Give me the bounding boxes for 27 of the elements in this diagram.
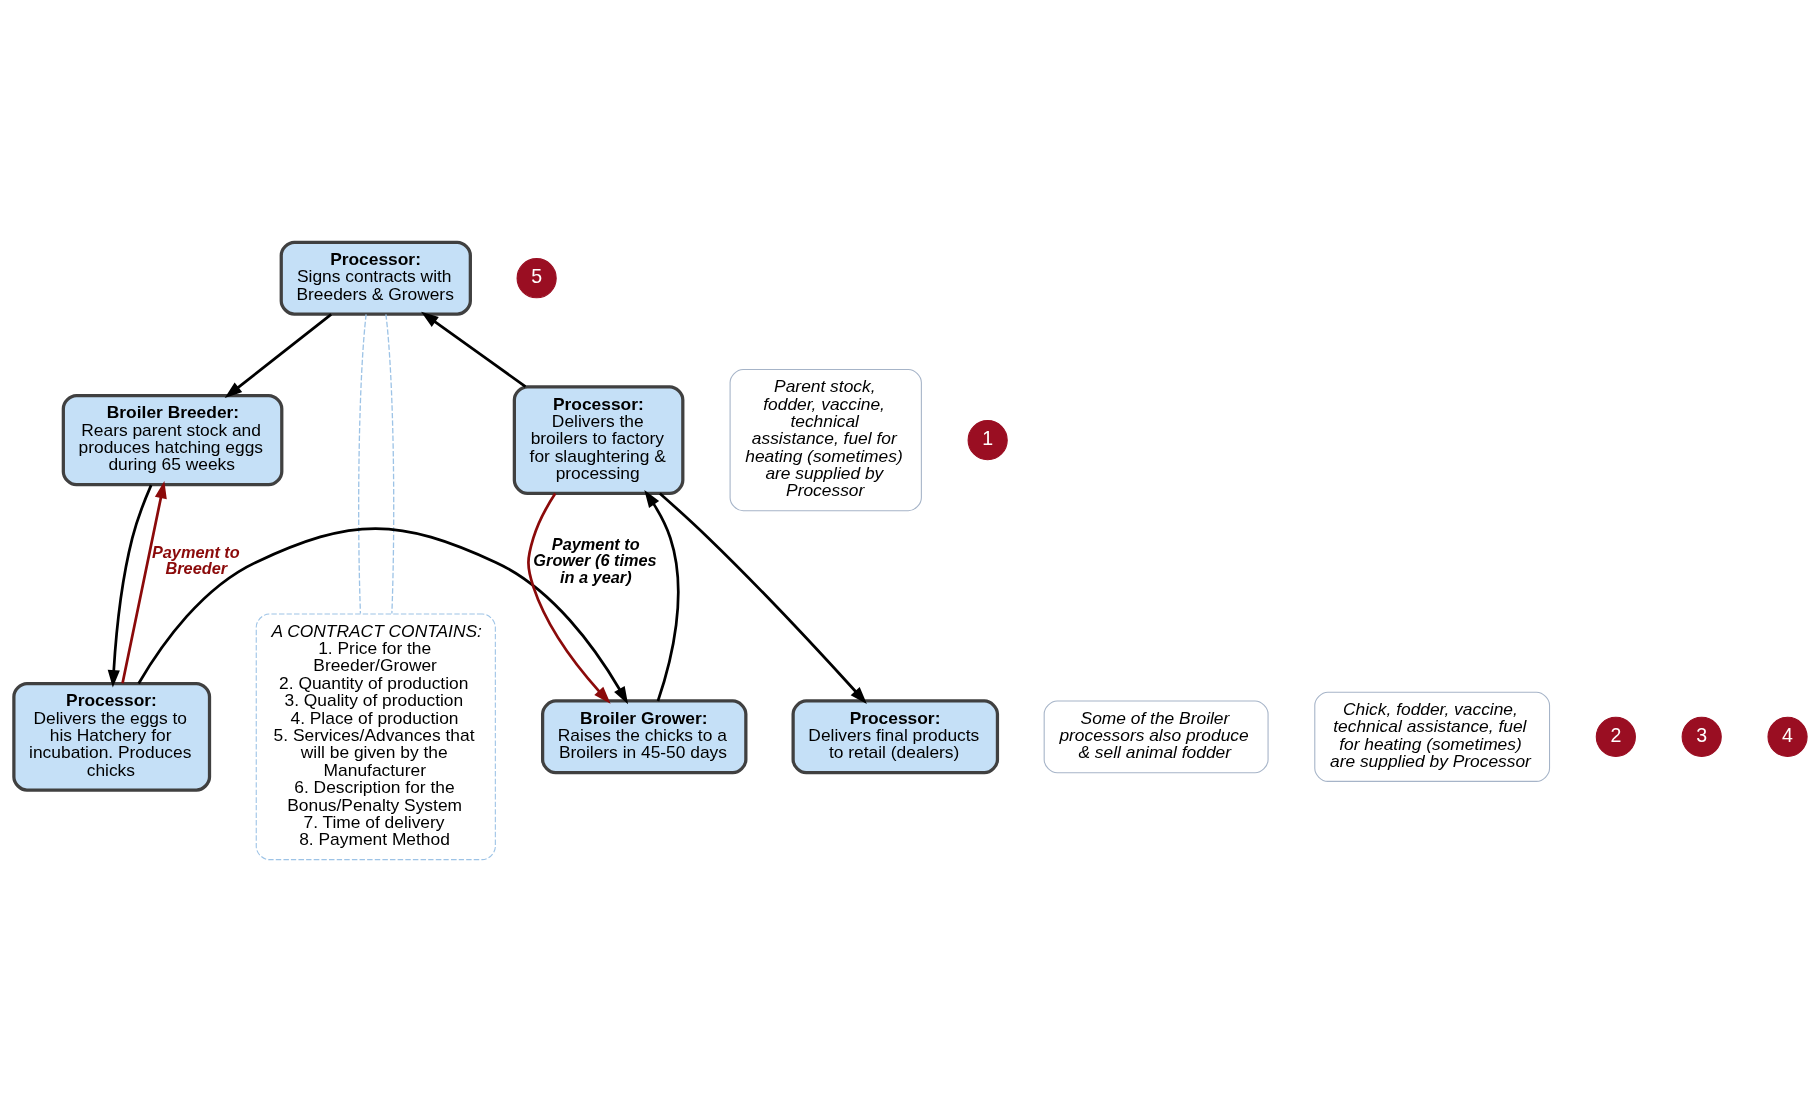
- node-box: Broiler Breeder: Rears parent stock and produces hatching eggs during 65 weeks: [61, 393, 283, 487]
- arrow: [120, 480, 167, 684]
- node-box: Parent stock, fodder, vaccine, technical assistance, fuel for heating (sometimes) are supplied by Processor: [729, 368, 922, 512]
- node-box: Chick, fodder, vaccine, technical assistance, fuel for heating (sometimes) are supplied by Processor: [1313, 691, 1550, 782]
- node-circle: 5: [516, 258, 557, 299]
- node-box: Some of the Broiler processors also produce & sell animal fodder: [1043, 700, 1269, 774]
- node-box: Broiler Grower: Raises the chicks to a Broilers in 45-50 days: [540, 699, 747, 775]
- connector: [384, 313, 394, 615]
- arrow: [658, 492, 867, 704]
- node-circle: 4: [1766, 716, 1808, 757]
- edge-label: Payment to Grower (6 times in a year): [532, 534, 657, 586]
- node-box: Processor: Signs contracts with Breeders & Growers: [279, 240, 472, 316]
- node-circle: 3: [1681, 716, 1722, 757]
- arrow: [420, 311, 526, 388]
- edge-label: Payment to Breeder: [151, 543, 240, 578]
- node-box: A CONTRACT CONTAINS: 1. Price for the Breeder/Grower 2. Quantity of production 3. Quality of production 4. Place of production 5. Services/Advances that will be given by the Manufacturer 6. Description for the Bonus/Penalty System 7. Time of delivery 8. Payment Method: [255, 613, 496, 861]
- node-box: Processor: Delivers the eggs to his Hatchery for incubation. Produces chicks: [11, 681, 211, 792]
- arrow: [107, 484, 152, 688]
- arrow: [136, 527, 628, 705]
- node-circle: 1: [967, 420, 1008, 461]
- node-box: Processor: Delivers final products to retail (dealers): [791, 699, 999, 775]
- arrow: [526, 492, 611, 704]
- node-box: Processor: Delivers the broilers to factory for slaughtering & processing: [512, 385, 684, 496]
- arrow: [643, 490, 680, 702]
- connector: [357, 313, 367, 615]
- node-circle: 2: [1595, 716, 1636, 757]
- arrow: [224, 313, 332, 399]
